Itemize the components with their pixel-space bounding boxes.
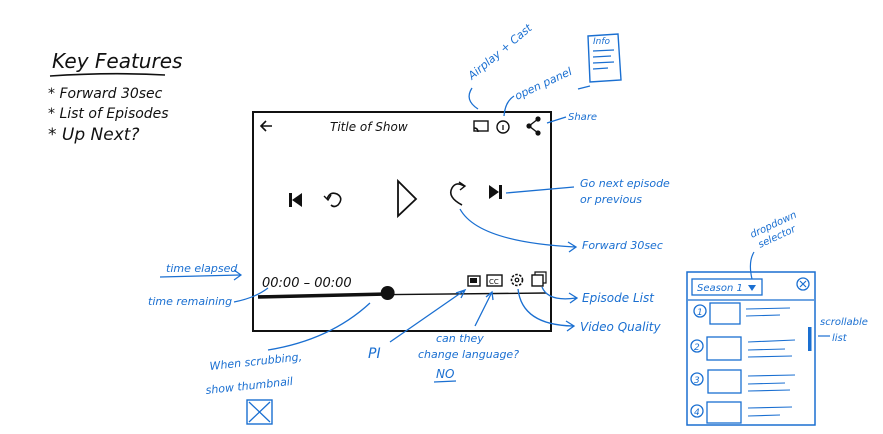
time-display: 00:00 – 00:00 bbox=[262, 276, 352, 291]
key-features: Key Features * Forward 30sec * List of E… bbox=[48, 49, 182, 145]
svg-text:2: 2 bbox=[694, 343, 700, 353]
annotation-open-panel: open panel bbox=[513, 65, 574, 103]
cast-icon[interactable] bbox=[473, 120, 489, 133]
season-dropdown[interactable]: Season 1 bbox=[691, 278, 763, 296]
episode-list-item[interactable]: 2 bbox=[690, 336, 796, 361]
svg-text:4: 4 bbox=[694, 408, 700, 418]
annotation-airplay-cast: Airplay + Cast bbox=[465, 21, 535, 83]
episode-list-icon[interactable] bbox=[531, 271, 547, 287]
annotation-share: Share bbox=[568, 112, 597, 123]
annotation-scrollable-2: list bbox=[832, 333, 848, 344]
chevron-down-icon bbox=[748, 285, 756, 291]
annotation-episode-list: Episode List bbox=[582, 291, 655, 305]
close-icon[interactable] bbox=[796, 277, 810, 291]
pip-icon[interactable] bbox=[467, 275, 481, 287]
key-features-title: Key Features bbox=[52, 49, 182, 73]
forward-icon[interactable] bbox=[449, 181, 467, 206]
scrollbar[interactable] bbox=[808, 327, 812, 351]
gear-icon[interactable] bbox=[510, 273, 524, 287]
annotation-when-scrubbing-2: show thumbnail bbox=[205, 375, 294, 397]
progress-fill bbox=[257, 292, 388, 299]
annotation-change-lang-2: change language? bbox=[418, 348, 519, 361]
play-icon[interactable] bbox=[397, 178, 418, 219]
episode-panel-frame bbox=[686, 271, 816, 426]
episode-list-item[interactable]: 1 bbox=[693, 302, 791, 325]
svg-text:1: 1 bbox=[697, 308, 703, 318]
show-title: Title of Show bbox=[330, 120, 408, 134]
key-feature-item: * Forward 30sec bbox=[48, 86, 163, 102]
scrubber-handle[interactable] bbox=[380, 286, 395, 300]
share-icon[interactable] bbox=[526, 116, 541, 136]
episode-list-item[interactable]: 3 bbox=[690, 369, 796, 394]
annotation-scrollable-1: scrollable bbox=[820, 317, 868, 328]
annotation-go-next-1: Go next episode bbox=[580, 177, 670, 190]
key-feature-item: * List of Episodes bbox=[48, 106, 169, 122]
annotations: Airplay + Cast open panel Info Share Go … bbox=[148, 21, 868, 425]
key-feature-item: * Up Next? bbox=[48, 125, 139, 145]
rewind-icon[interactable] bbox=[323, 192, 342, 208]
player-frame bbox=[252, 111, 552, 332]
thumbnail-placeholder-icon bbox=[246, 399, 273, 425]
svg-text:3: 3 bbox=[694, 376, 700, 386]
annotation-change-lang-1: can they bbox=[436, 332, 484, 345]
svg-text:CC: CC bbox=[489, 278, 499, 286]
info-panel-sketch: Info bbox=[587, 33, 622, 83]
back-arrow-icon[interactable] bbox=[259, 120, 272, 132]
annotation-pip: PI bbox=[368, 346, 381, 362]
season-label: Season 1 bbox=[697, 283, 743, 294]
skip-previous-icon[interactable] bbox=[289, 193, 302, 207]
annotation-when-scrubbing-1: When scrubbing, bbox=[209, 350, 303, 373]
annotation-time-elapsed: time elapsed bbox=[166, 262, 238, 275]
episode-list-item[interactable]: 4 bbox=[690, 401, 793, 424]
annotation-video-quality: Video Quality bbox=[580, 320, 661, 334]
cc-icon[interactable]: CC bbox=[486, 274, 503, 287]
annotation-time-remaining: time remaining bbox=[148, 295, 232, 308]
annotation-change-lang-3: NO bbox=[436, 367, 454, 381]
annotation-info: Info bbox=[593, 37, 611, 47]
progress-bar[interactable] bbox=[257, 286, 547, 300]
annotation-go-next-2: or previous bbox=[580, 193, 642, 206]
skip-next-icon[interactable] bbox=[489, 185, 502, 199]
video-player: Title of Show bbox=[252, 111, 552, 332]
key-features-underline bbox=[49, 72, 166, 77]
info-icon[interactable] bbox=[496, 120, 510, 134]
episode-panel: Season 1 1 2 3 4 bbox=[686, 271, 816, 426]
annotation-forward-30: Forward 30sec bbox=[582, 239, 663, 252]
